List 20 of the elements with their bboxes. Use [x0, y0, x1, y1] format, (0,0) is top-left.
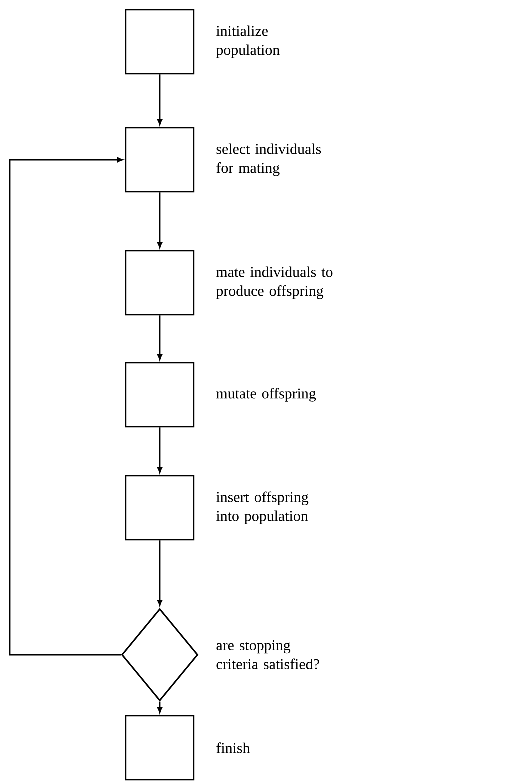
process-box — [125, 475, 195, 541]
arrow — [158, 428, 162, 474]
process-box — [125, 127, 195, 193]
step-label: initialize population — [216, 26, 280, 58]
arrow — [9, 158, 124, 656]
arrow — [158, 316, 162, 360]
process-box — [125, 9, 195, 75]
step-label: are stopping criteria satisfied? — [216, 640, 320, 670]
step-label: finish — [216, 742, 250, 754]
step-label: mate individuals to produce offspring — [216, 266, 333, 300]
step-label: insert offspring into population — [216, 492, 309, 524]
arrow — [158, 702, 162, 714]
step-label: select individuals for mating — [216, 144, 322, 176]
process-box — [125, 250, 195, 316]
arrow — [158, 192, 162, 248]
arrow — [158, 540, 162, 606]
process-box — [125, 362, 195, 428]
step-label: mutate offspring — [216, 388, 316, 402]
process-box — [125, 715, 195, 781]
arrow — [158, 74, 162, 126]
